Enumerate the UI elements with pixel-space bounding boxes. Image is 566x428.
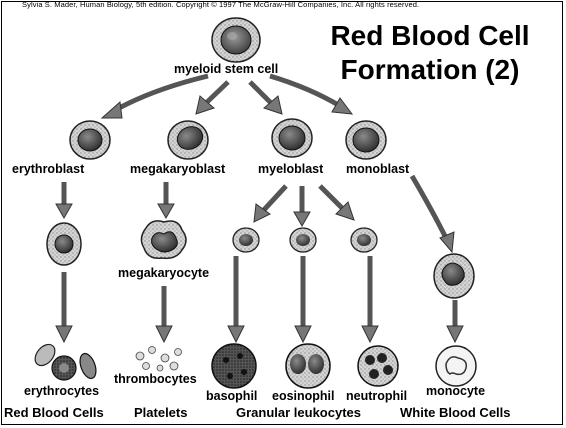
- erythroblast-illustration: [70, 121, 110, 159]
- title-line-1: Red Blood Cell: [300, 20, 560, 52]
- copyright-notice: Sylvia S. Mader, Human Biology, 5th edit…: [22, 0, 419, 9]
- arrow-stem-to-megakaryoblast: [196, 82, 228, 114]
- arrow-stem-to-myeloblast: [250, 82, 282, 114]
- erythrocytes-illustration: [31, 341, 99, 381]
- label-neutrophil: neutrophil: [346, 389, 407, 403]
- erythrocyte-precursor-illustration: [47, 223, 81, 265]
- arrow-to-eosinophil: [295, 256, 311, 342]
- megakaryocyte-illustration: [141, 221, 186, 258]
- label-myeloid-stem-cell: myeloid stem cell: [174, 62, 278, 76]
- arrow-erythroblast-down: [56, 182, 72, 218]
- arrow-to-basophil: [228, 256, 244, 342]
- category-granular-leukocytes: Granular leukocytes: [236, 405, 361, 420]
- arrow-megakaryocyte-to-thrombocytes: [156, 286, 172, 342]
- eosinophil-illustration: [286, 344, 330, 388]
- label-erythroblast: erythroblast: [12, 162, 84, 176]
- neutrophil-precursor-illustration: [351, 228, 377, 252]
- arrow-monoblast-to-monocyte: [412, 176, 454, 252]
- label-megakaryoblast: megakaryoblast: [130, 162, 225, 176]
- monocyte-illustration: [436, 346, 476, 386]
- arrow-erythroblast-to-erythrocytes: [56, 272, 72, 342]
- label-megakaryocyte: megakaryocyte: [118, 266, 209, 280]
- basophil-illustration: [212, 344, 256, 388]
- category-platelets: Platelets: [134, 405, 187, 420]
- neutrophil-illustration: [358, 346, 398, 386]
- label-thrombocytes: thrombocytes: [114, 372, 197, 386]
- basophil-precursor-illustration: [233, 228, 259, 252]
- myeloid-stem-cell-illustration: [212, 18, 260, 62]
- arrow-megakaryoblast-down: [158, 182, 174, 218]
- megakaryoblast-illustration: [168, 121, 208, 159]
- arrow-myeloblast-middle: [294, 186, 310, 226]
- category-white-blood-cells: White Blood Cells: [400, 405, 511, 420]
- arrow-myeloblast-left: [254, 186, 286, 222]
- title-line-2: Formation (2): [300, 54, 560, 86]
- category-red-blood-cells: Red Blood Cells: [4, 405, 104, 420]
- label-eosinophil: eosinophil: [272, 389, 335, 403]
- label-erythrocytes: erythrocytes: [24, 384, 99, 398]
- arrow-stem-to-erythroblast: [102, 76, 208, 118]
- thrombocytes-illustration: [136, 347, 182, 372]
- eosinophil-precursor-illustration: [290, 228, 316, 252]
- label-myeloblast: myeloblast: [258, 162, 323, 176]
- label-monoblast: monoblast: [346, 162, 409, 176]
- arrow-myeloblast-right: [320, 186, 354, 220]
- arrow-monocyte-down: [447, 300, 463, 342]
- promonocyte-illustration: [434, 254, 474, 298]
- monoblast-illustration: [346, 121, 386, 159]
- arrow-to-neutrophil: [362, 256, 378, 342]
- label-basophil: basophil: [206, 389, 257, 403]
- myeloblast-illustration: [272, 119, 312, 157]
- label-monocyte: monocyte: [426, 384, 485, 398]
